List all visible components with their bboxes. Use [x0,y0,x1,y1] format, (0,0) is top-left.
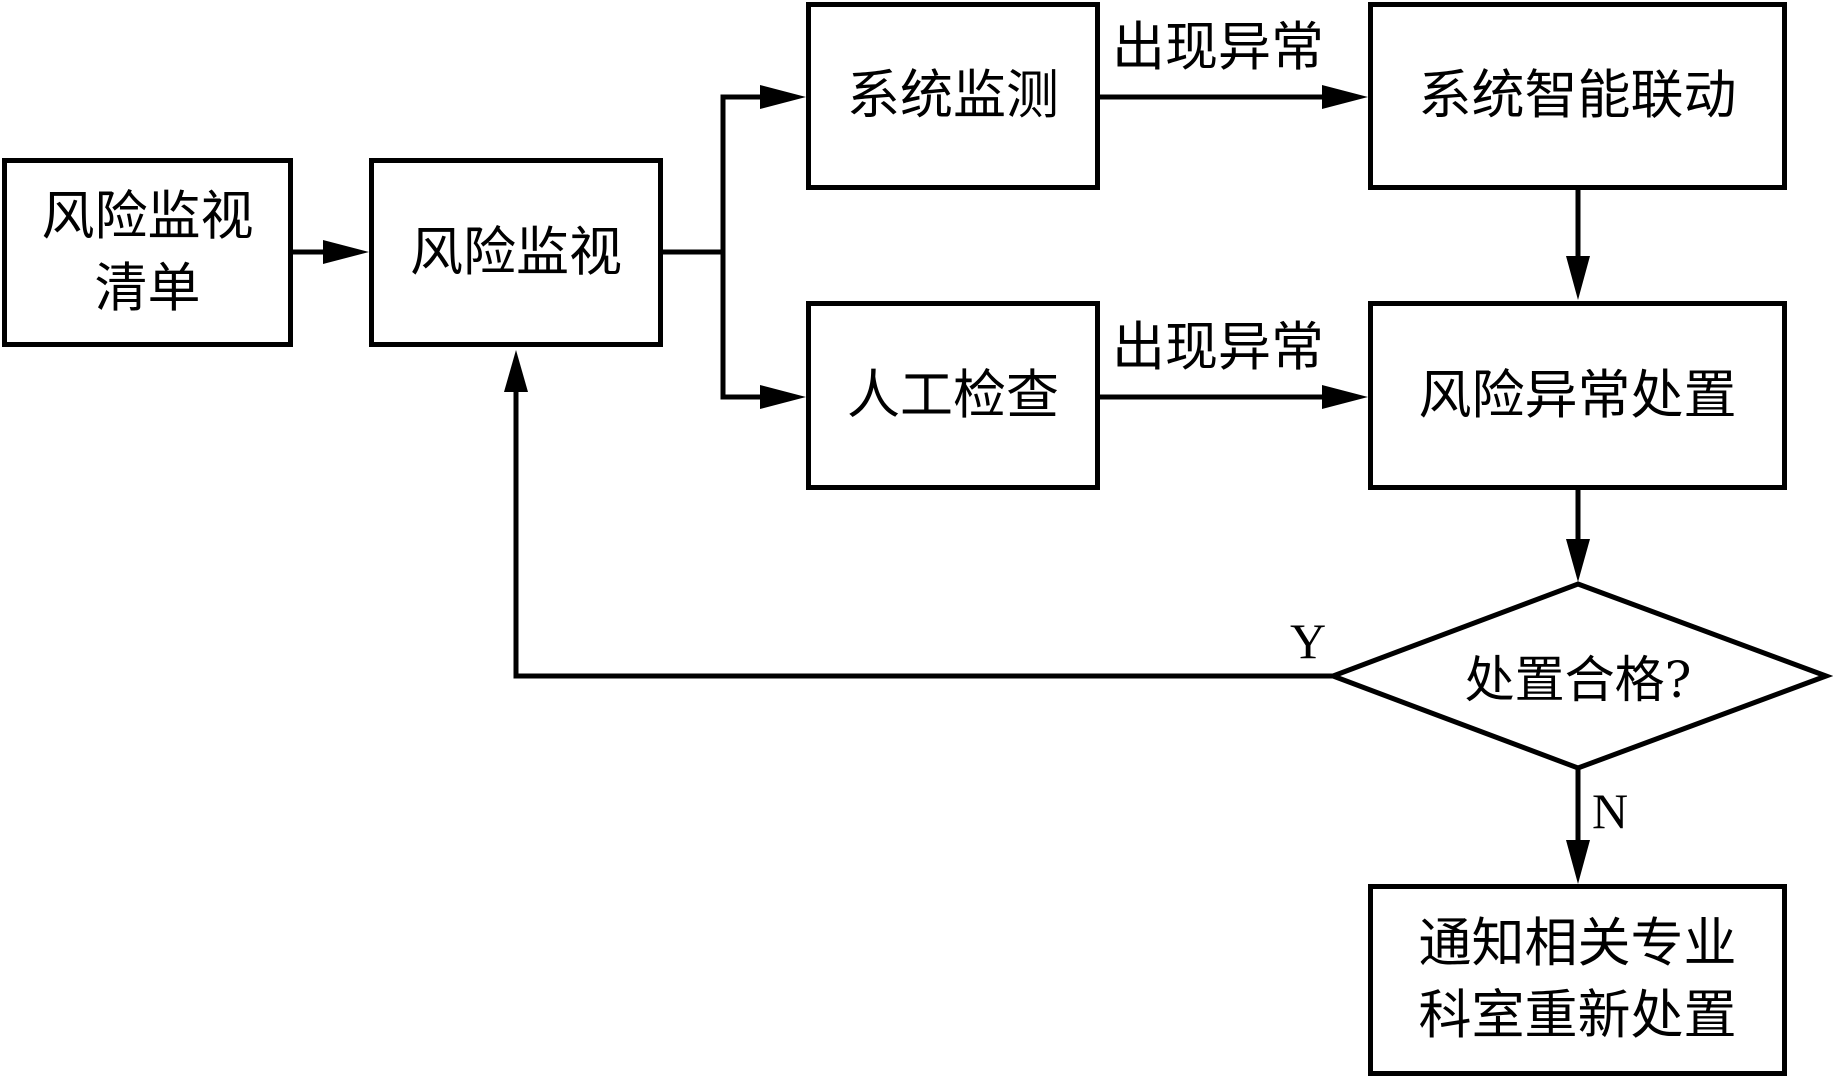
arrowhead [1566,256,1590,300]
arrowhead [1322,385,1368,409]
arrowhead [760,385,806,409]
node-notify-line1: 通知相关专业 [1418,913,1737,974]
branch-line [662,94,763,255]
node-risk-handling-label: 风险异常处置 [1418,364,1737,426]
edge-label-yes: Y [1290,613,1327,669]
node-system-monitor-label: 系统监测 [847,65,1059,126]
edge-label-anomaly-bottom: 出现异常 [1112,317,1324,378]
node-risk-list: 风险监视 清单 [2,158,293,347]
arrowhead [504,350,528,392]
node-manual-check: 人工检查 [806,301,1100,490]
node-notify-line2: 科室重新处置 [1418,985,1737,1046]
arrowhead [1566,539,1590,582]
node-risk-monitor: 风险监视 [369,158,663,347]
arrowhead [323,240,369,264]
arrowhead [1322,85,1368,109]
node-risk-list-line1: 风险监视 [41,185,254,247]
node-risk-handling: 风险异常处置 [1368,301,1787,490]
arrowhead [1566,840,1590,884]
arrowhead [760,85,806,109]
node-risk-monitor-label: 风险监视 [410,221,622,283]
node-manual-check-label: 人工检查 [847,364,1059,426]
node-notify: 通知相关专业 科室重新处置 [1368,884,1787,1076]
yes-loop-line [513,390,1333,679]
edge-label-no: N [1592,783,1629,839]
node-system-linkage: 系统智能联动 [1368,2,1787,190]
node-system-monitor: 系统监测 [806,2,1100,190]
edge-label-anomaly-top: 出现异常 [1112,17,1324,78]
decision-label: 处置合格? [1464,651,1692,709]
branch-line-lower [720,252,763,400]
node-system-linkage-label: 系统智能联动 [1418,65,1737,126]
node-risk-list-line2: 清单 [94,257,201,319]
